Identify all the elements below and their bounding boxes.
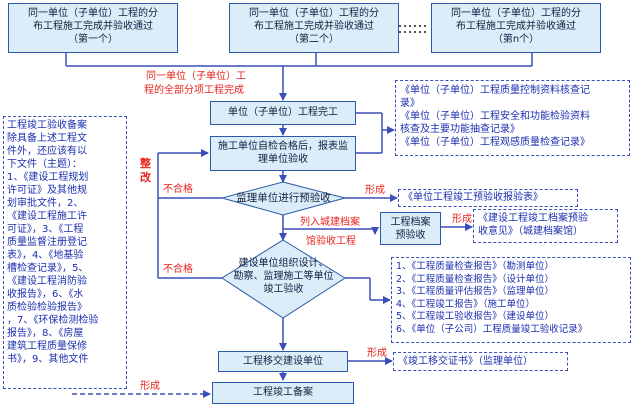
step-self-check-line1: 施工单位自检合格后，报表监 (218, 141, 348, 152)
top-unit-2-line1: 同一单位（子单位）工程的分 (249, 8, 379, 19)
merge-label-line1: 同一单位（子单位）工 (146, 71, 246, 82)
records-top-line4: 核查及主要功能抽查记录》 (400, 124, 520, 135)
label-form-3: 形成 (367, 348, 387, 359)
archive-opinion-box: 《建设工程竣工档案预验 收意见》（城建档案馆） (473, 209, 618, 243)
decision-joint-accept-shape (221, 239, 346, 319)
report-item-5: 5、《工程竣工验收报告》（建设单位） (396, 311, 555, 322)
label-form-2: 形成 (452, 214, 472, 225)
merge-label-line2: 程的全部分项工程完成 (144, 85, 244, 96)
left-note-line: 槽检查记录》，5、 (7, 263, 89, 274)
top-unit-box-1: 同一单位（子单位）工程的分 布工程施工完成并验收通过 （第一个） (8, 3, 178, 53)
step-self-check-line2: 理单位验收 (258, 154, 308, 165)
left-note-line: 《建设工程消防验 (7, 276, 87, 287)
archive-opinion-line1: 《建设工程竣工档案预验 (478, 213, 588, 224)
top-unit-1-line1: 同一单位（子单位）工程的分 (28, 8, 158, 19)
records-top-line5: 《单位（子单位）工程观感质量检查记录》 (400, 137, 590, 148)
left-note-line: 质检验检验报告》 (7, 302, 87, 313)
joint-accept-line2: 勘察、监理施工等单位 (233, 271, 334, 282)
archive-opinion-line2: 收意见》（城建档案馆） (478, 226, 583, 237)
top-unit-3-line1: 同一单位（子单位）工程的分 (451, 8, 581, 19)
left-note-line: 书》，9、其他文件 (7, 354, 89, 365)
left-note-line: 划审批文件，2、 (7, 198, 84, 209)
report-item-4: 4、《工程竣工报告》（施工单位） (396, 298, 536, 310)
left-note-line: 可证》，3、《工程 (7, 224, 84, 235)
report-item-3: 3、《工程质量评估报告》（监理单位） (396, 286, 555, 297)
top-unit-3-line2: 布工程施工完成并验收通过 (456, 21, 576, 32)
label-unqualified-2: 不合格 (163, 264, 193, 275)
top-unit-2-index: （第二个） (289, 34, 339, 45)
label-form-4: 形成 (140, 381, 160, 392)
left-note-line: 表》，4、《地基验 (7, 250, 84, 261)
pre-accept-report-box: 《单位工程竣工预验收报验表》 (398, 189, 578, 207)
reports-box: 1、《工程质量检查报告》（勘测单位） 2、《工程质量检查报告》（设计单位） 3、… (391, 257, 631, 343)
step-archive-pre-accept: 工程档案 预验收 (380, 212, 441, 245)
left-note-line: 《建设工程施工许 (7, 211, 87, 222)
left-note-line: ，7、《环保检测检验 (7, 315, 99, 326)
records-top-box: 《单位（子单位）工程质量控制资料核查记 录》 《单位（子单位）工程安全和功能检验… (395, 80, 630, 156)
decision-joint-accept-label: 建设单位组织设计、 勘察、监理施工等单位 竣工验收 (222, 257, 345, 296)
records-top-line3: 《单位（子单位）工程安全和功能检验资料 (400, 111, 590, 122)
left-note-line: 除具备上述工程文 (7, 133, 87, 144)
joint-accept-line1: 建设单位组织设计、 (238, 258, 329, 269)
records-top-line2: 录》 (400, 98, 420, 109)
left-note-line: 收报告》，6、《水 (7, 289, 84, 300)
left-note-line: 建筑工程质量保修 (7, 341, 87, 352)
label-form-1: 形成 (365, 185, 385, 196)
left-note-box: 工程竣工验收备案 除具备上述工程文 件外，还应该有以 下文件（主题）： 1、《建… (3, 116, 127, 389)
left-note-line: 工程竣工验收备案 (7, 120, 87, 131)
records-top-line1: 《单位（子单位）工程质量控制资料核查记 (400, 85, 590, 96)
label-unqualified-1: 不合格 (163, 184, 193, 195)
label-include-archive: 列入城建档案 (300, 217, 360, 228)
label-rectify-1: 整 (140, 157, 151, 170)
top-unit-box-3: 同一单位（子单位）工程的分 布工程施工完成并验收通过 （第n个） (431, 3, 601, 53)
left-note-line: 1、《建设工程规划 (7, 172, 89, 183)
report-item-2: 2、《工程质量检查报告》（设计单位） (396, 273, 555, 285)
step-filing: 工程竣工备案 (212, 382, 354, 404)
decision-pre-accept-label: 监理单位进行预验收 (236, 192, 331, 204)
joint-accept-line3: 竣工验收 (263, 284, 304, 295)
top-unit-1-line2: 布工程施工完成并验收通过 (33, 21, 153, 32)
top-unit-2-line2: 布工程施工完成并验收通过 (254, 21, 374, 32)
label-rectify-2: 改 (140, 171, 151, 184)
top-unit-3-index: （第n个） (492, 34, 540, 45)
report-item-6: 6、《单位（子公司）工程质量竣工验收记录》 (396, 323, 588, 335)
left-note-line: 质量监督注册登记 (7, 237, 87, 248)
archive-line1: 工程档案 (390, 217, 431, 228)
handover-doc-box: 《竣工移交证书》（监理单位） (393, 352, 568, 371)
left-note-line: 报告》，8、《房屋 (7, 328, 84, 339)
left-note-line: 下文件（主题）： (7, 159, 82, 170)
decision-pre-accept-shape (220, 181, 347, 216)
archive-line2: 预验收 (395, 230, 426, 241)
top-unit-box-2: 同一单位（子单位）工程的分 布工程施工完成并验收通过 （第二个） (229, 3, 399, 53)
top-unit-1-index: （第一个） (68, 34, 118, 45)
report-item-1: 1、《工程质量检查报告》（勘测单位） (396, 261, 555, 272)
left-note-line: 件外，还应该有以 (7, 146, 87, 157)
left-note-line: 许可证》及其他规 (7, 185, 87, 196)
label-archive-accept: 馆验收工程 (306, 236, 356, 247)
step-handover: 工程移交建设单位 (218, 351, 348, 372)
step-self-check: 施工单位自检合格后，报表监 理单位验收 (210, 136, 356, 171)
step-unit-complete: 单位（子单位）工程完工 (210, 101, 356, 125)
